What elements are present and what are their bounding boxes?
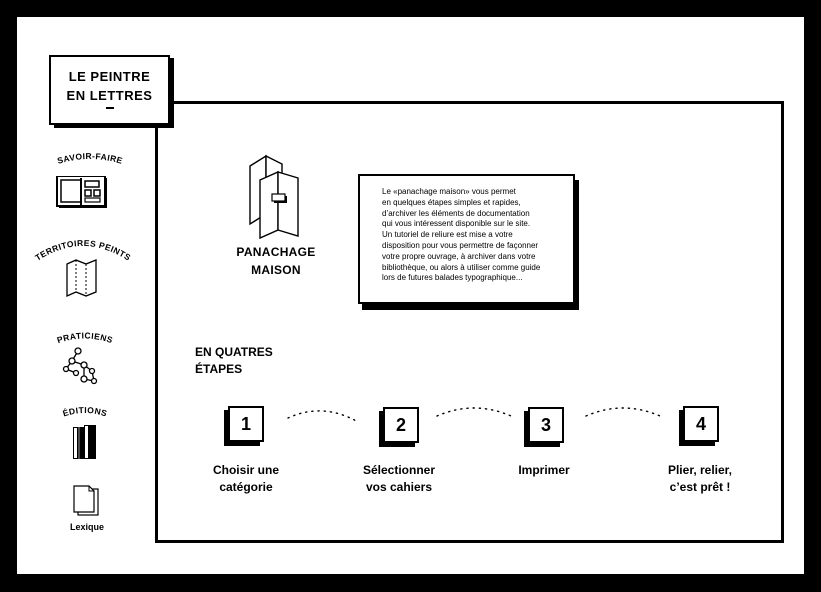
step-3-label[interactable]: Imprimer bbox=[484, 462, 604, 479]
booklet-icon bbox=[244, 152, 306, 245]
description-line: d’archiver les éléments de documentation bbox=[382, 208, 530, 218]
step-connector-3-4 bbox=[585, 407, 661, 417]
step-4-button[interactable]: 4 bbox=[683, 406, 719, 442]
description-line: lors de futures balades typographique... bbox=[382, 273, 523, 283]
step-1-button[interactable]: 1 bbox=[228, 406, 264, 442]
step-label-line-2: catégorie bbox=[219, 480, 273, 494]
panachage-title-line-1: PANACHAGE bbox=[236, 245, 316, 259]
description-line: Un tutoriel de reliure est mise a votre bbox=[382, 230, 513, 240]
sidebar-item-savoir-faire[interactable]: SAVOIR-FAIRE bbox=[40, 150, 140, 210]
svg-text:SAVOIR-FAIRE: SAVOIR-FAIRE bbox=[56, 151, 124, 166]
description-line: bibliothèque, ou alors à utiliser comme … bbox=[382, 262, 541, 272]
step-connector-2-3 bbox=[436, 407, 512, 417]
description-line: Le «panachage maison» vous permet bbox=[382, 187, 516, 196]
sidebar-item-lexique[interactable]: Lexique bbox=[50, 484, 124, 532]
step-label-line-2: c’est prêt ! bbox=[669, 480, 731, 494]
description-line: disposition pour vous permettre de façon… bbox=[382, 240, 539, 250]
logo-line-1: LE PEINTRE bbox=[68, 69, 151, 84]
panachage-description: Le «panachage maison» vous permet en que… bbox=[358, 174, 575, 304]
description-line: votre propre ouvrage, à archiver dans vo… bbox=[382, 251, 536, 261]
step-label-line-1: Sélectionner bbox=[362, 463, 436, 477]
site-logo[interactable]: LE PEINTRE EN LETTRES bbox=[49, 55, 170, 125]
description-line: en quelques étapes simples et rapides, bbox=[382, 197, 521, 207]
step-label-line-2: vos cahiers bbox=[365, 480, 433, 494]
sidebar-item-territoires-peints[interactable]: TERRITOIRES PEINTS bbox=[28, 228, 138, 298]
sidebar-item-praticiens[interactable]: PRATICIENS bbox=[40, 328, 130, 387]
sidebar-item-label: Lexique bbox=[69, 522, 104, 532]
svg-text:PRATICIENS: PRATICIENS bbox=[56, 330, 115, 345]
step-4-label[interactable]: Plier, relier, c’est prêt ! bbox=[640, 462, 760, 496]
logo-line-2: EN LETTRES bbox=[66, 88, 153, 103]
steps-title-line-2: ÉTAPES bbox=[195, 362, 243, 376]
steps-title-line-1: EN QUATRES bbox=[195, 345, 273, 359]
sidebar-item-editions[interactable]: ÉDITIONS bbox=[40, 402, 130, 461]
books-icon bbox=[71, 423, 130, 461]
step-3-button[interactable]: 3 bbox=[528, 407, 564, 443]
logo-dash bbox=[105, 107, 114, 109]
sidebar-item-label: TERRITOIRES PEINTS bbox=[33, 238, 132, 263]
map-icon bbox=[65, 258, 138, 298]
step-2-button[interactable]: 2 bbox=[383, 407, 419, 443]
steps-title: EN QUATRES ÉTAPES bbox=[195, 344, 273, 378]
panachage-title-line-2: MAISON bbox=[251, 263, 301, 277]
svg-text:ÉDITIONS: ÉDITIONS bbox=[61, 405, 108, 419]
pages-icon bbox=[72, 484, 124, 518]
sidebar-item-label: SAVOIR-FAIRE bbox=[56, 151, 124, 166]
network-icon bbox=[62, 345, 130, 387]
book-icon bbox=[55, 176, 140, 210]
step-2-label[interactable]: Sélectionner vos cahiers bbox=[339, 462, 459, 496]
step-connector-1-2 bbox=[287, 410, 359, 423]
step-label-line-1: Plier, relier, bbox=[667, 463, 733, 477]
step-1-label[interactable]: Choisir une catégorie bbox=[186, 462, 306, 496]
panachage-title: PANACHAGE MAISON bbox=[228, 243, 324, 279]
step-label-line-1: Choisir une bbox=[212, 463, 279, 477]
description-line: qui vous intéressent disponible sur le s… bbox=[382, 219, 531, 229]
sidebar-item-label: PRATICIENS bbox=[56, 330, 115, 345]
sidebar-item-label: ÉDITIONS bbox=[61, 405, 108, 419]
step-label-line-1: Imprimer bbox=[518, 463, 570, 477]
